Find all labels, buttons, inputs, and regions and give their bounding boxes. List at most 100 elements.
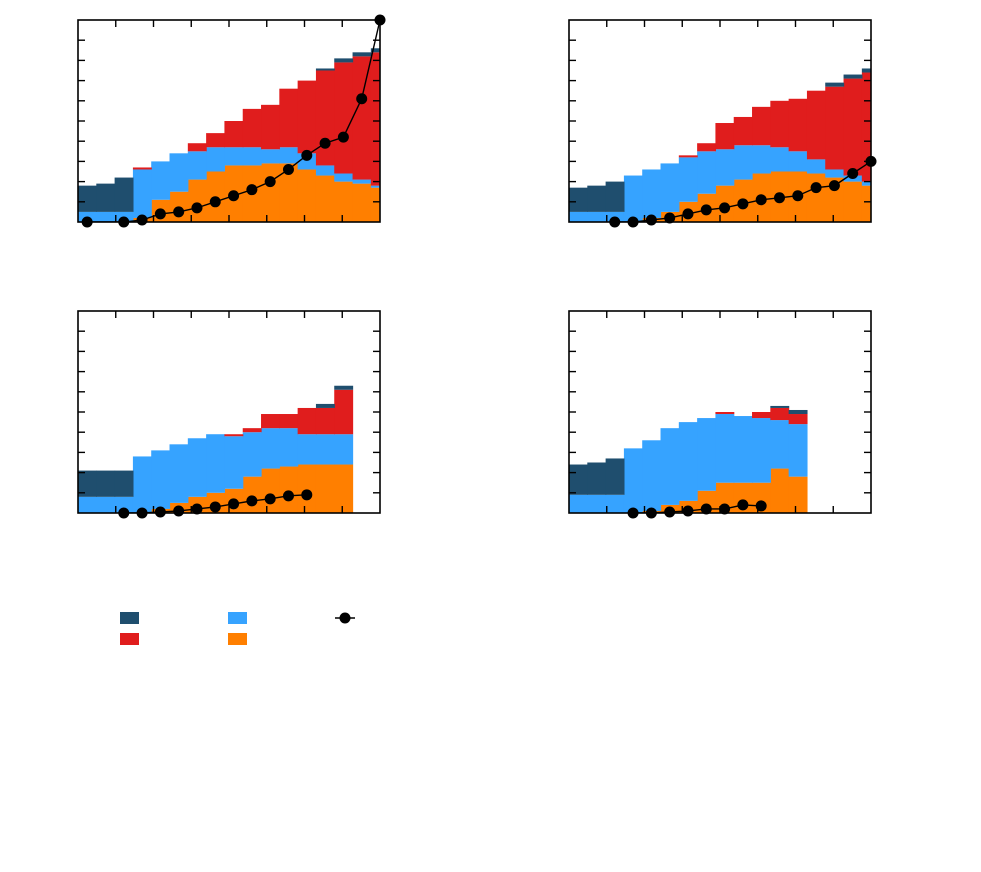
red-bar <box>678 155 698 158</box>
data-point <box>191 202 203 214</box>
chart-panel-2 <box>568 19 899 228</box>
sky-bar <box>187 151 207 180</box>
red-bar <box>861 72 871 182</box>
sky-bar <box>660 163 680 212</box>
navy-bar <box>352 52 372 57</box>
axis-ticks <box>78 20 380 222</box>
red-bar <box>825 86 845 170</box>
red-bar <box>770 407 790 421</box>
sky-bar <box>334 434 354 465</box>
panels-group <box>77 14 899 519</box>
orange-bar <box>352 183 372 222</box>
navy-bar <box>315 403 335 408</box>
orange-bar <box>261 468 280 513</box>
sky-bar <box>587 494 607 513</box>
navy-bar <box>587 185 607 212</box>
sky-bar <box>78 496 97 513</box>
navy-swatch-icon <box>120 612 139 624</box>
data-point <box>282 163 294 175</box>
orange-bar <box>297 169 317 222</box>
red-bar <box>752 106 771 146</box>
red-bar <box>261 414 280 429</box>
navy-bar <box>389 40 408 44</box>
navy-bar <box>370 48 380 53</box>
sky-bar <box>315 165 335 176</box>
sky-bar <box>697 418 717 491</box>
red-swatch-icon <box>120 633 139 645</box>
data-point <box>737 499 749 511</box>
sky-bar <box>715 414 735 483</box>
data-point <box>700 503 712 515</box>
sky-bar <box>370 185 380 188</box>
red-bar <box>334 389 354 435</box>
red-bar <box>770 100 790 148</box>
navy-bar <box>569 464 588 495</box>
data-point <box>645 214 657 226</box>
sky-bar <box>169 444 189 503</box>
sky-bar <box>678 422 698 501</box>
sky-bar <box>206 434 226 493</box>
sky-bar <box>880 184 899 188</box>
navy-bar <box>334 385 354 390</box>
data-point <box>682 505 694 517</box>
navy-bar <box>770 405 790 408</box>
sky-bar <box>605 494 625 513</box>
navy-bar <box>334 58 354 63</box>
red-bar <box>224 434 244 437</box>
data-point <box>792 190 804 202</box>
data-point <box>737 198 749 210</box>
data-point <box>228 190 240 202</box>
data-point <box>301 489 313 501</box>
sky-bar <box>334 173 354 182</box>
red-bar <box>334 62 354 174</box>
red-bar <box>242 428 262 433</box>
navy-bar <box>96 470 116 497</box>
sky-bar <box>389 190 408 192</box>
red-bar <box>132 167 152 170</box>
sky-bar <box>224 436 244 489</box>
orange-bar <box>334 181 354 222</box>
red-bar <box>843 78 863 176</box>
sky-bar <box>297 434 317 465</box>
axis-ticks <box>78 311 380 513</box>
red-bar <box>315 407 335 435</box>
data-point <box>337 131 349 143</box>
orange-swatch-icon <box>228 633 247 645</box>
orange-bar <box>242 476 262 513</box>
sky-bar <box>806 159 826 174</box>
red-bar <box>788 98 808 152</box>
legend <box>120 612 355 645</box>
navy-bar <box>788 409 808 415</box>
red-bar <box>806 90 826 160</box>
sky-bar <box>261 428 280 469</box>
red-bar <box>242 108 262 148</box>
data-point <box>356 93 368 105</box>
data-point <box>810 182 822 194</box>
red-bar <box>187 143 207 152</box>
sky-bar <box>788 151 808 172</box>
sky-bar <box>96 211 116 222</box>
sky-bar <box>279 147 299 164</box>
line-marker-icon <box>335 612 355 624</box>
red-bar <box>206 133 226 148</box>
orange-bar <box>806 173 826 222</box>
sky-bar <box>242 432 262 477</box>
sky-bar <box>242 147 262 166</box>
sky-bar <box>660 428 680 505</box>
orange-bar <box>880 188 899 222</box>
red-bar <box>315 70 335 166</box>
data-point <box>246 184 258 196</box>
data-point <box>319 137 331 149</box>
orange-bar <box>334 464 354 513</box>
sky-bar <box>752 418 771 483</box>
sky-bar <box>224 147 244 166</box>
sky-bar <box>132 169 152 218</box>
navy-bar <box>843 74 863 79</box>
red-bar <box>224 121 244 148</box>
sky-bar <box>642 440 662 511</box>
red-bar <box>279 414 299 429</box>
data-point <box>828 180 840 192</box>
sky-bar <box>96 496 116 513</box>
orange-bar <box>715 482 735 513</box>
plot-area <box>78 385 354 513</box>
